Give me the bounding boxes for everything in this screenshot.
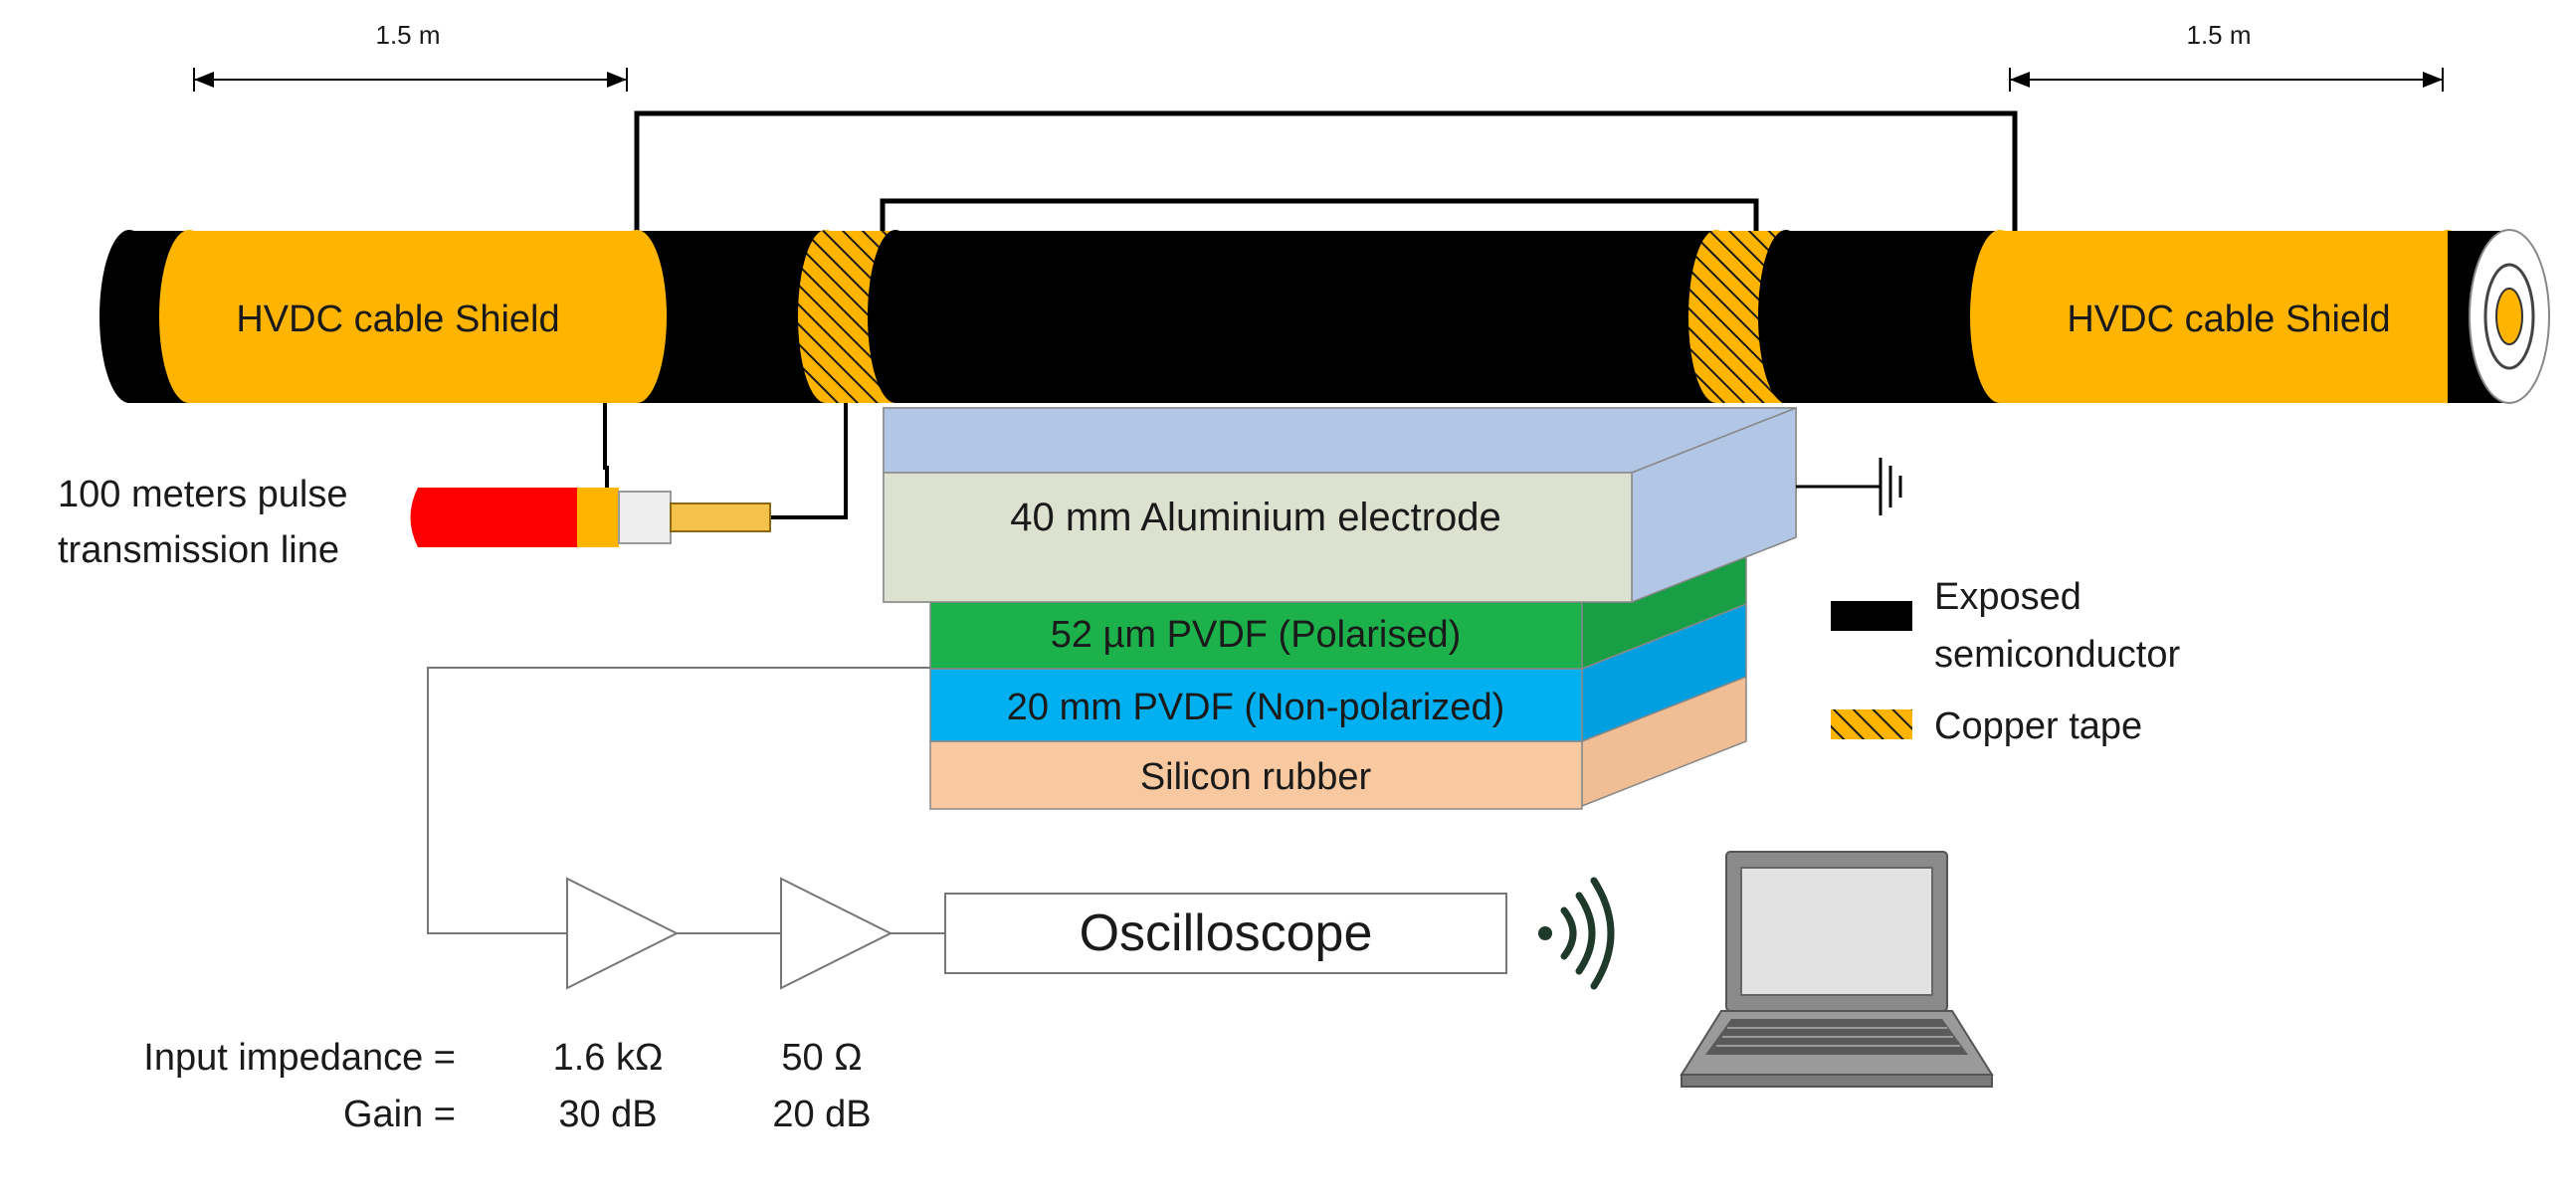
amplifier-2 <box>780 877 893 990</box>
sensor-stack: Silicon rubber 20 mm PVDF (Non-polarized… <box>883 406 1797 810</box>
legend-copper-label: Copper tape <box>1934 705 2142 747</box>
dimension-left: 1.5 m <box>193 20 628 92</box>
copper-tape-right <box>1688 230 1814 403</box>
hvdc-cable: HVDC cable Shield HVDC cable Shield <box>99 229 2550 404</box>
signal-wire <box>427 667 945 934</box>
legend-semiconductor-line2: semiconductor <box>1934 634 2180 676</box>
oscilloscope-label: Oscilloscope <box>1080 904 1373 962</box>
amp1-impedance: 1.6 kΩ <box>553 1037 664 1079</box>
layer-silicon-rubber-label: Silicon rubber <box>1140 756 1372 798</box>
cable-shield-right-label: HVDC cable Shield <box>2067 299 2390 340</box>
cable-shield-left-label: HVDC cable Shield <box>236 299 559 340</box>
wireless-signal-icon <box>1538 877 1615 990</box>
layer-pvdf-polarised-label: 52 µm PVDF (Polarised) <box>1051 614 1462 656</box>
legend-swatch-semiconductor <box>1831 601 1912 631</box>
transmission-line-label-2: transmission line <box>58 529 339 571</box>
coax-wires <box>603 403 848 519</box>
amp1-gain: 30 dB <box>558 1094 657 1135</box>
cable-shield-left: HVDC cable Shield <box>159 230 667 403</box>
amplifier-1 <box>566 877 680 990</box>
amplifier-icon <box>566 877 680 990</box>
legend: Exposed semiconductor Copper tape <box>1831 576 2180 747</box>
cable-shield-right: HVDC cable Shield <box>1970 230 2477 403</box>
ground-icon <box>1796 458 1902 515</box>
laptop-icon <box>1680 851 1994 1088</box>
layer-aluminium-electrode-label: 40 mm Aluminium electrode <box>1010 496 1501 539</box>
coax-cable <box>410 488 771 547</box>
amp2-impedance: 50 Ω <box>781 1037 862 1079</box>
oscilloscope: Oscilloscope <box>944 893 1507 974</box>
transmission-line-label-1: 100 meters pulse <box>58 474 348 515</box>
layer-pvdf-nonpolarized-label: 20 mm PVDF (Non-polarized) <box>1007 687 1504 728</box>
impedance-label: Input impedance = <box>143 1037 456 1079</box>
amp2-gain: 20 dB <box>772 1094 871 1135</box>
inner-copper-wire <box>880 198 1759 231</box>
layer-pvdf-nonpolarized: 20 mm PVDF (Non-polarized) <box>929 602 1747 743</box>
cable-end-face <box>2469 229 2550 404</box>
gain-label: Gain = <box>343 1094 456 1135</box>
legend-swatch-copper <box>1831 709 1912 739</box>
layer-pvdf-polarised: 52 µm PVDF (Polarised) <box>929 530 1747 671</box>
layer-silicon-rubber: Silicon rubber <box>929 675 1747 810</box>
legend-semiconductor-line1: Exposed <box>1934 576 2081 618</box>
dimension-left-label: 1.5 m <box>375 20 440 50</box>
copper-tape-left <box>798 230 923 403</box>
amplifier-specs: Input impedance = Gain = 1.6 kΩ 30 dB 50… <box>143 1037 871 1135</box>
dimension-right: 1.5 m <box>2009 20 2444 92</box>
dimension-right-label: 1.5 m <box>2186 20 2251 50</box>
amplifier-icon <box>780 877 893 990</box>
outer-shield-wire <box>634 110 2018 231</box>
layer-aluminium-electrode: 40 mm Aluminium electrode <box>883 406 1797 604</box>
